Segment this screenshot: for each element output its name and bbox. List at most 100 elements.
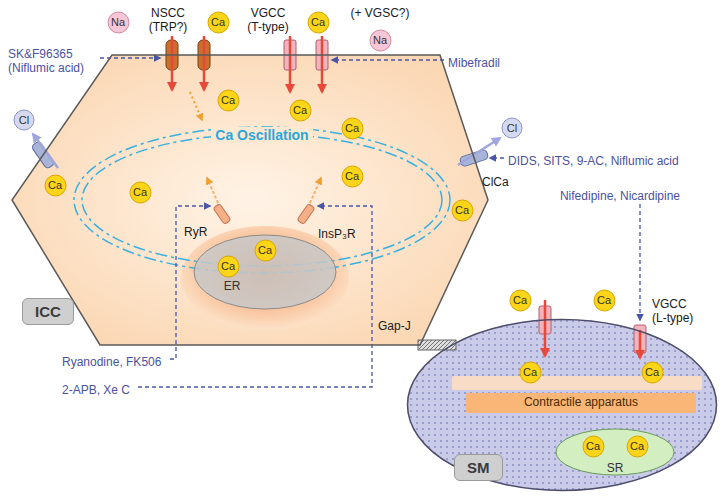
blocker-arrow: [490, 157, 504, 158]
ca-ion: Ca: [593, 289, 616, 312]
contractile-band: Contractile apparatus: [466, 393, 696, 413]
release-arrow: [207, 178, 218, 203]
ca-ion: Ca: [254, 239, 277, 262]
text-holder: 2-APB, Xe C: [62, 380, 130, 398]
ion-disc: [218, 90, 239, 111]
ion-symbol: Ca: [221, 95, 235, 106]
text-holder: VGCC: [251, 3, 286, 21]
er-membrane: [194, 235, 336, 309]
ion-symbol: Ca: [513, 295, 527, 306]
organelle-label: ER: [224, 280, 241, 294]
text-holder: SR: [607, 458, 624, 476]
filament-band: [452, 376, 702, 390]
blocker-arrow: [138, 206, 372, 387]
ion-disc: [208, 12, 229, 33]
ion-symbol: Ca: [293, 105, 307, 116]
channel-name: RyR: [184, 226, 207, 240]
blocker-name: Mibefradil: [448, 57, 500, 71]
channel-note: (T-type): [247, 21, 288, 35]
na-ion: Na: [369, 29, 392, 52]
ion-symbol: Ca: [311, 17, 325, 28]
cl-ion: Cl: [501, 117, 523, 139]
junction-name: Gap-J: [378, 320, 411, 334]
ca-ion: Ca: [217, 89, 240, 112]
blocker-arrow: [332, 59, 444, 60]
ca-ion: Ca: [641, 361, 664, 384]
channel-name: ClCa: [482, 176, 509, 190]
er-glow: [181, 226, 349, 330]
ion-disc: [308, 12, 329, 33]
blocker-name: SK&F96365: [8, 48, 73, 62]
ion-disc: [370, 30, 391, 51]
ip3r-channel: [297, 204, 315, 225]
ion-disc: [14, 110, 34, 130]
oscillation-ring: [74, 127, 450, 273]
ca-ion: Ca: [626, 435, 649, 458]
text-holder: (TRP?): [149, 17, 188, 35]
text-holder: Ca Oscillation: [211, 126, 312, 144]
release-arrow: [310, 178, 321, 203]
influx-arrow: [321, 36, 324, 92]
ion-disc: [520, 362, 541, 383]
text-holder: ClCa: [482, 172, 509, 190]
text-holder: Ryanodine, FK506: [62, 352, 161, 370]
channel-name: VGCC: [652, 298, 687, 312]
influx-arrow: [289, 36, 292, 92]
text-holder: (Niflumic acid): [8, 58, 84, 76]
ion-symbol: Ca: [645, 367, 659, 378]
ion-symbol: Ca: [455, 205, 469, 216]
smooth-muscle-cell: SMContractile apparatusCaCaSRCaCa: [407, 319, 717, 491]
ion-symbol: Ca: [586, 441, 600, 452]
ion-symbol: Cl: [19, 115, 29, 126]
ion-disc: [45, 175, 66, 196]
ion-disc: [342, 118, 363, 139]
cell-badge: ICC: [22, 298, 74, 325]
text-holder: ICC: [22, 298, 74, 325]
cell-membrane: [12, 55, 488, 345]
ion-symbol: Ca: [211, 17, 225, 28]
text-holder: NSCC: [151, 3, 185, 21]
ion-symbol: Ca: [48, 180, 62, 191]
oscillation-ring: [82, 134, 442, 266]
influx-arrow: [639, 330, 642, 358]
ca-ion: Ca: [44, 174, 67, 197]
ion-symbol: Ca: [258, 245, 272, 256]
text-holder: Nifedipine, Nicardipine: [560, 186, 680, 204]
ca-ion: Ca: [217, 255, 240, 278]
ca-ion: Ca: [582, 435, 605, 458]
ca-ion: Ca: [519, 361, 542, 384]
channel-note: (L-type): [652, 312, 693, 326]
ion-disc: [627, 436, 648, 457]
ca-ion: Ca: [207, 11, 230, 34]
ion-symbol: Cl: [507, 123, 517, 134]
ca-ion: Ca: [129, 181, 152, 204]
er-organelle: ERCaCa: [193, 234, 337, 310]
ion-disc: [290, 100, 311, 121]
ca-ion: Ca: [307, 11, 330, 34]
ca-ion: Ca: [341, 165, 364, 188]
sr-membrane: [556, 429, 674, 475]
influx-arrow: [171, 36, 174, 90]
process-label: Ca Oscillation: [211, 127, 312, 143]
ion-symbol: Ca: [133, 187, 147, 198]
ion-symbol: Ca: [523, 367, 537, 378]
blocker-arrow: [639, 204, 640, 320]
ion-disc: [642, 362, 663, 383]
channel-name: NSCC: [151, 7, 185, 21]
ion-symbol: Ca: [345, 123, 359, 134]
text-holder: VGCC: [652, 294, 687, 312]
ion-disc: [218, 256, 239, 277]
trigger-arrow: [190, 92, 202, 120]
influx-arrow: [544, 300, 547, 356]
ion-symbol: Na: [373, 35, 387, 46]
icc-cytoplasm: [12, 55, 488, 345]
sr-organelle: SRCaCa: [555, 428, 675, 476]
text-holder: ER: [224, 276, 241, 294]
ion-symbol: Ca: [345, 171, 359, 182]
blocker-name: 2-APB, Xe C: [62, 384, 130, 398]
sm-cytoplasm: [407, 319, 717, 491]
text-holder: (T-type): [247, 17, 288, 35]
ion-symbol: Na: [111, 17, 125, 28]
